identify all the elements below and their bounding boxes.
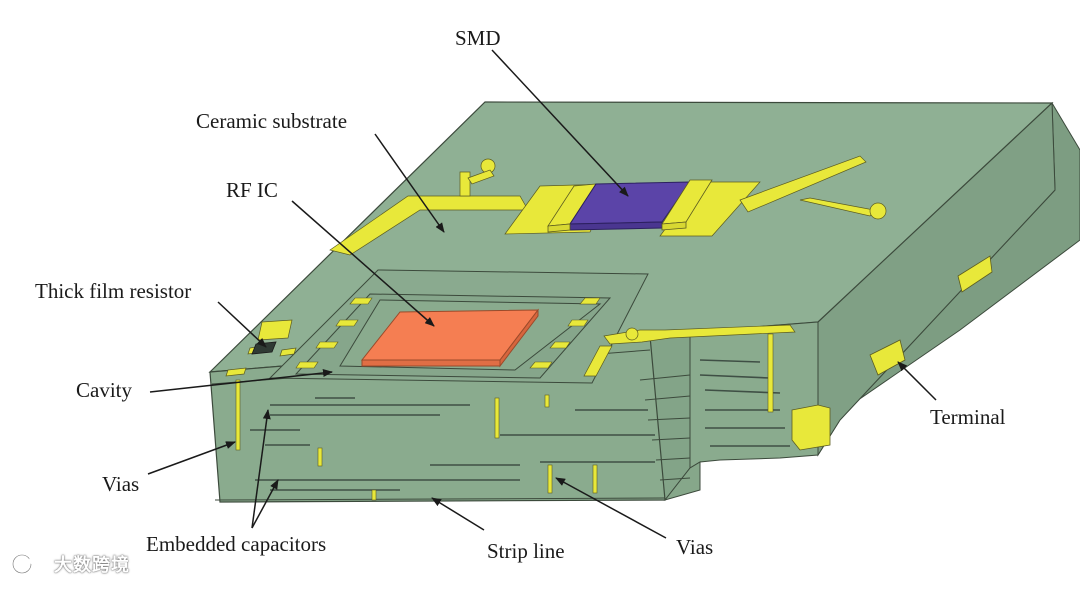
label-terminal: Terminal xyxy=(930,407,1006,428)
label-strip-line: Strip line xyxy=(487,541,565,562)
label-cavity: Cavity xyxy=(76,380,132,401)
label-ceramic-substrate: Ceramic substrate xyxy=(196,111,347,132)
label-thick-film-resistor: Thick film resistor xyxy=(35,281,191,302)
label-vias-bottom: Vias xyxy=(676,537,713,558)
arrow-strip-line xyxy=(432,498,484,530)
watermark-logo-icon xyxy=(10,551,50,577)
watermark-text: 大数跨境 xyxy=(54,551,130,577)
arrow-terminal xyxy=(898,362,936,400)
label-embedded-capacitors: Embedded capacitors xyxy=(146,534,326,555)
label-rf-ic: RF IC xyxy=(226,180,278,201)
watermark: 大数跨境 xyxy=(10,551,130,577)
label-smd: SMD xyxy=(455,28,501,49)
label-vias-left: Vias xyxy=(102,474,139,495)
